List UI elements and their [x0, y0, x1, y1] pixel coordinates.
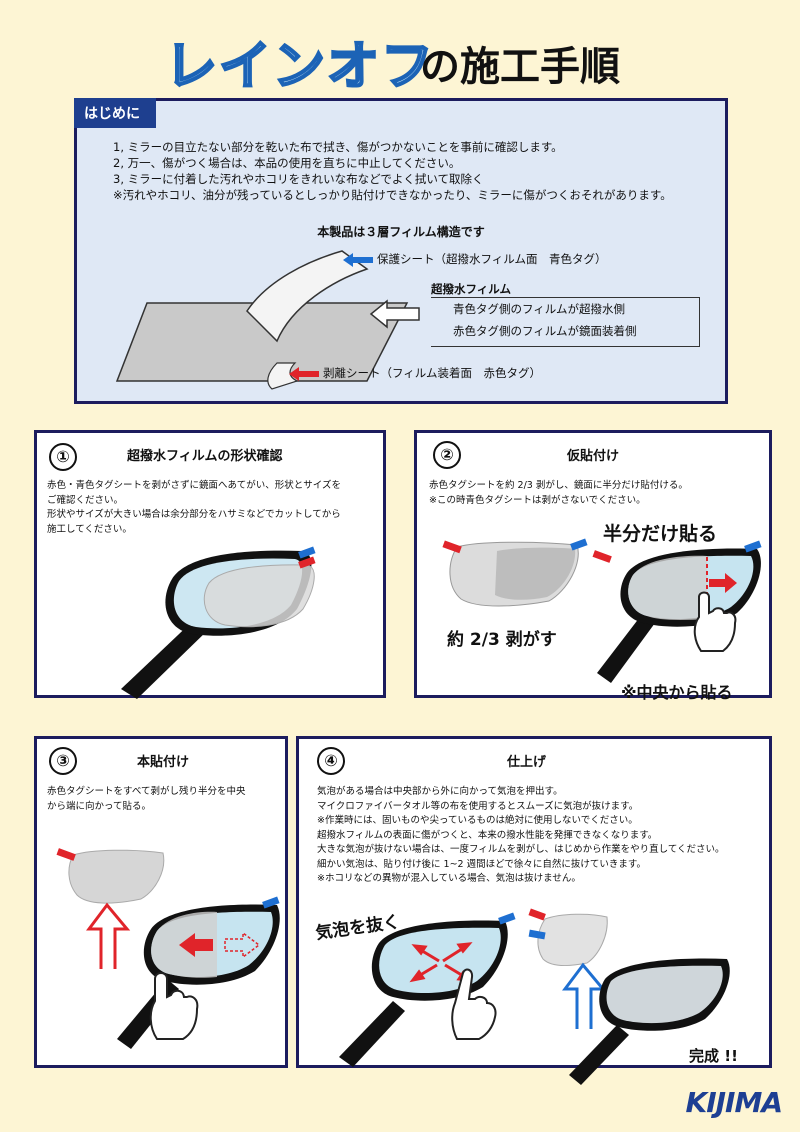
intro-line: 3, ミラーに付着した汚れやホコリをきれいな布などでよく拭いて取除く — [113, 172, 484, 186]
step-title: 本貼付け — [137, 755, 190, 770]
blue-arrow-icon — [343, 253, 373, 267]
step-line: 形状やサイズが大きい場合は余分部分をハサミなどでカットしてから — [47, 509, 341, 520]
release-sheet-label: 剥離シート（フィルム装着面 赤色タグ） — [323, 366, 542, 380]
step-line: ご確認ください。 — [47, 494, 124, 506]
callout-center: ※中央から貼る — [621, 683, 733, 702]
step-1-panel: ① 超撥水フィルムの形状確認 赤色・青色タグシートを剥がさずに鏡面へあてがい、形… — [34, 430, 386, 699]
blue-curved-arrow-icon — [562, 962, 607, 1029]
film-blue-side-label: 青色タグ側のフィルムが超撥水側 — [453, 302, 626, 316]
page-title: レインオフ の施工手順 — [0, 14, 800, 99]
step-number: ① — [49, 443, 77, 471]
step-line: 超撥水フィルムの表面に傷がつくと、本来の撥水性能を発揮できなくなります。 — [317, 829, 658, 841]
mirror-bubble-illustration — [339, 912, 516, 1067]
protect-sheet-label: 保護シート（超撥水フィルム面 青色タグ） — [377, 252, 607, 266]
callout-peel: 約 2/3 剥がす — [447, 630, 557, 650]
release-sheet-illustration — [56, 848, 165, 904]
step-3-panel: ③ 本貼付け 赤色タグシートをすべて剥がし残り半分を中央 から端に向かって貼る。 — [34, 736, 288, 1068]
intro-instructions: 1, ミラーの目立たない部分を乾いた布で拭き、傷がつかないことを事前に確認します… — [113, 139, 672, 203]
mirror-illustration — [121, 546, 316, 699]
step-number: ③ — [49, 747, 77, 775]
step-description: 赤色タグシートを約 2/3 剥がし、鏡面に半分だけ貼付ける。 ※この時青色タグシ… — [429, 479, 688, 508]
step-description: 赤色タグシートをすべて剥がし残り半分を中央 から端に向かって貼る。 — [47, 785, 245, 814]
callout-done: 完成 !! — [689, 1047, 738, 1065]
structure-title: 本製品は３層フィルム構造です — [317, 225, 485, 239]
step-title: 仮貼付け — [567, 449, 620, 464]
peeled-film-illustration — [442, 538, 588, 607]
title-product-name: レインオフ — [164, 36, 436, 99]
film-red-side-label: 赤色タグ側のフィルムが鏡面装着側 — [453, 324, 637, 338]
callout-half: 半分だけ貼る — [603, 523, 718, 545]
finished-mirror-illustration — [569, 958, 730, 1085]
film-bracket — [431, 297, 700, 347]
step-line: 赤色タグシートをすべて剥がし残り半分を中央 — [47, 786, 246, 797]
step-description: 赤色・青色タグシートを剥がさずに鏡面へあてがい、形状とサイズを ご確認ください。… — [47, 479, 341, 537]
step-line: 細かい気泡は、貼り付け後に 1~2 週間ほどで徐々に自然に抜けていきます。 — [317, 858, 646, 870]
step-line: 赤色タグシートを約 2/3 剥がし、鏡面に半分だけ貼付ける。 — [429, 480, 688, 491]
mirror-half-applied-illustration — [592, 540, 762, 683]
step-line: マイクロファイバータオル等の布を使用するとスムーズに気泡が抜けます。 — [317, 800, 639, 812]
hand-icon — [451, 968, 497, 1040]
step-line: から端に向かって貼る。 — [47, 800, 152, 812]
step-4-panel: ④ 仕上げ 気泡がある場合は中央部から外に向かって気泡を押出す。 マイクロファイ… — [296, 736, 772, 1085]
hand-icon — [149, 972, 199, 1040]
step-title: 仕上げ — [507, 755, 547, 770]
title-suffix: の施工手順 — [420, 44, 620, 90]
brand-logo: KIJIMA — [685, 1086, 783, 1119]
step-line: ※この時青色タグシートは剥がさないでください。 — [429, 494, 646, 506]
step-number: ② — [433, 441, 461, 469]
intro-line: 2, 万一、傷がつく場合は、本品の使用を直ちに中止してください。 — [113, 156, 461, 170]
red-curved-arrow-icon — [86, 902, 131, 969]
step-line: 気泡がある場合は中央部から外に向かって気泡を押出す。 — [317, 786, 563, 797]
intro-box: はじめに 1, ミラーの目立たない部分を乾いた布で拭き、傷がつかないことを事前に… — [74, 98, 728, 404]
red-arrow-icon — [289, 367, 319, 381]
hollow-arrow-icon — [369, 299, 420, 329]
intro-tab: はじめに — [74, 98, 156, 128]
step-line: 大きな気泡が抜けない場合は、一度フィルムを剥がし、はじめから作業をやり直してくだ… — [317, 844, 725, 855]
step-line: 施工してください。 — [47, 523, 132, 535]
step-description: 気泡がある場合は中央部から外に向かって気泡を押出す。 マイクロファイバータオル等… — [317, 785, 725, 887]
step-line: ※ホコリなどの異物が混入している場合、気泡は抜けません。 — [317, 873, 581, 884]
step-line: ※作業時には、固いものや尖っているものは絶対に使用しないでください。 — [317, 815, 638, 826]
mirror-illustration — [117, 896, 280, 1049]
step-line: 赤色・青色タグシートを剥がさずに鏡面へあてがい、形状とサイズを — [47, 480, 342, 491]
hand-icon — [693, 591, 737, 652]
step-2-panel: ② 仮貼付け 赤色タグシートを約 2/3 剥がし、鏡面に半分だけ貼付ける。 ※こ… — [414, 430, 772, 702]
intro-line: 1, ミラーの目立たない部分を乾いた布で拭き、傷がつかないことを事前に確認します… — [113, 140, 563, 154]
step-number: ④ — [317, 747, 345, 775]
film-layers-illustration — [115, 250, 409, 390]
step-title: 超撥水フィルムの形状確認 — [127, 449, 283, 464]
intro-line: ※汚れやホコリ、油分が残っているとしっかり貼付けできなかったり、ミラーに傷がつく… — [113, 188, 672, 202]
peeled-protect-sheet-illustration — [528, 908, 608, 967]
film-label: 超撥水フィルム — [431, 282, 512, 296]
